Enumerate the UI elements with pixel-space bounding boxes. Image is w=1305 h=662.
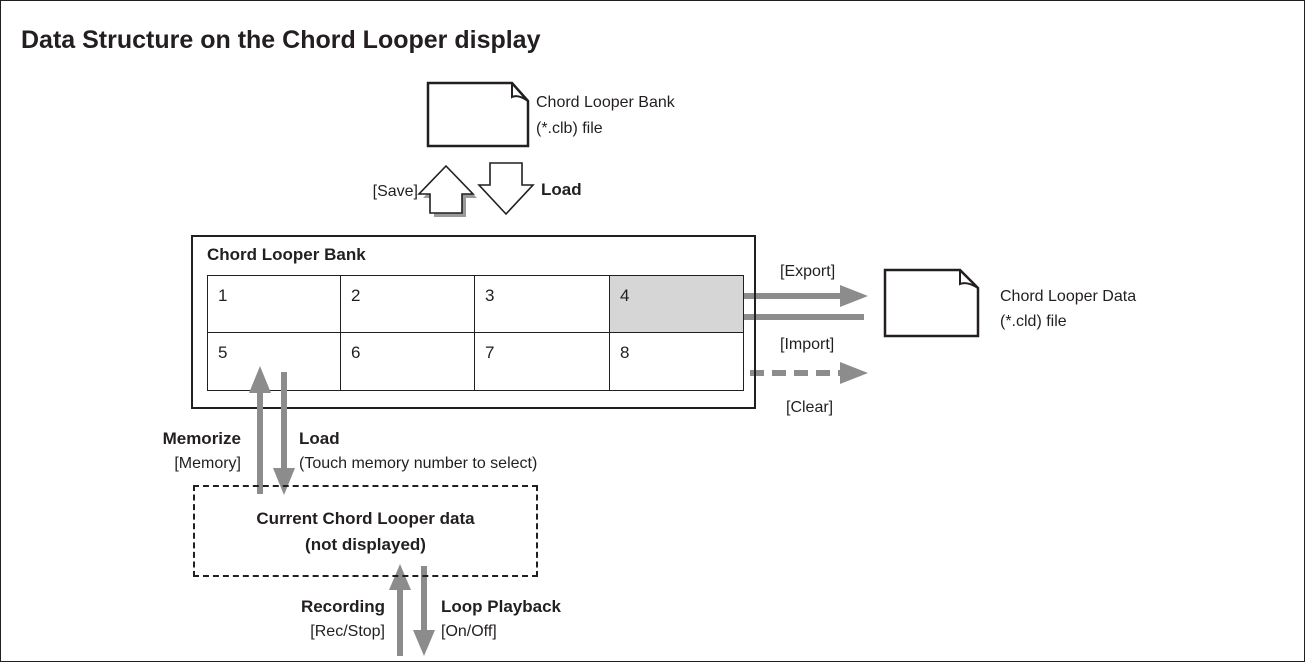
data-file-ext: (*.cld) file bbox=[1000, 313, 1067, 330]
current-data-box: Current Chord Looper data (not displayed… bbox=[193, 485, 538, 577]
loop-playback-arrow bbox=[413, 566, 435, 656]
load-memory-sub: (Touch memory number to select) bbox=[299, 455, 538, 472]
recording-title: Recording bbox=[300, 597, 385, 616]
bank-file-name: Chord Looper Bank bbox=[536, 94, 675, 111]
memorize-sub[interactable]: [Memory] bbox=[174, 455, 241, 472]
recording-arrow bbox=[389, 564, 411, 656]
save-arrow-icon bbox=[417, 164, 477, 217]
save-label[interactable]: [Save] bbox=[372, 183, 418, 200]
load-arrow-icon bbox=[477, 162, 535, 216]
data-file-name: Chord Looper Data bbox=[1000, 288, 1137, 305]
current-data-line2: (not displayed) bbox=[305, 535, 426, 554]
memorize-arrow bbox=[249, 366, 271, 494]
loop-playback-sub[interactable]: [On/Off] bbox=[441, 623, 497, 640]
memory-cell-3[interactable]: 3 bbox=[475, 276, 610, 333]
bank-title: Chord Looper Bank bbox=[207, 245, 366, 264]
chord-looper-bank: Chord Looper Bank 1 2 3 4 5 6 7 8 bbox=[191, 235, 756, 409]
load-memory-title: Load bbox=[299, 429, 340, 448]
import-label[interactable]: [Import] bbox=[780, 336, 835, 353]
recording-sub[interactable]: [Rec/Stop] bbox=[310, 623, 385, 640]
clear-label[interactable]: [Clear] bbox=[786, 399, 834, 416]
load-memory-arrow bbox=[273, 372, 295, 495]
memory-grid: 1 2 3 4 5 6 7 8 bbox=[207, 275, 744, 391]
load-label: Load bbox=[541, 180, 582, 199]
memory-cell-7[interactable]: 7 bbox=[475, 333, 610, 391]
page-title: Data Structure on the Chord Looper displ… bbox=[21, 26, 541, 54]
memorize-title: Memorize bbox=[162, 429, 241, 448]
memory-cell-6[interactable]: 6 bbox=[341, 333, 475, 391]
memory-cell-5[interactable]: 5 bbox=[208, 333, 341, 391]
current-data-line1: Current Chord Looper data bbox=[256, 509, 475, 528]
export-label[interactable]: [Export] bbox=[780, 263, 836, 280]
memory-cell-4-selected[interactable]: 4 bbox=[610, 276, 744, 333]
bank-file-ext: (*.clb) file bbox=[536, 120, 603, 137]
bank-file-icon bbox=[426, 81, 530, 148]
memory-cell-1[interactable]: 1 bbox=[208, 276, 341, 333]
memory-cell-8[interactable]: 8 bbox=[610, 333, 744, 391]
data-file-icon bbox=[883, 268, 980, 338]
memory-cell-2[interactable]: 2 bbox=[341, 276, 475, 333]
loop-playback-title: Loop Playback bbox=[441, 597, 561, 616]
export-arrow bbox=[684, 285, 868, 307]
